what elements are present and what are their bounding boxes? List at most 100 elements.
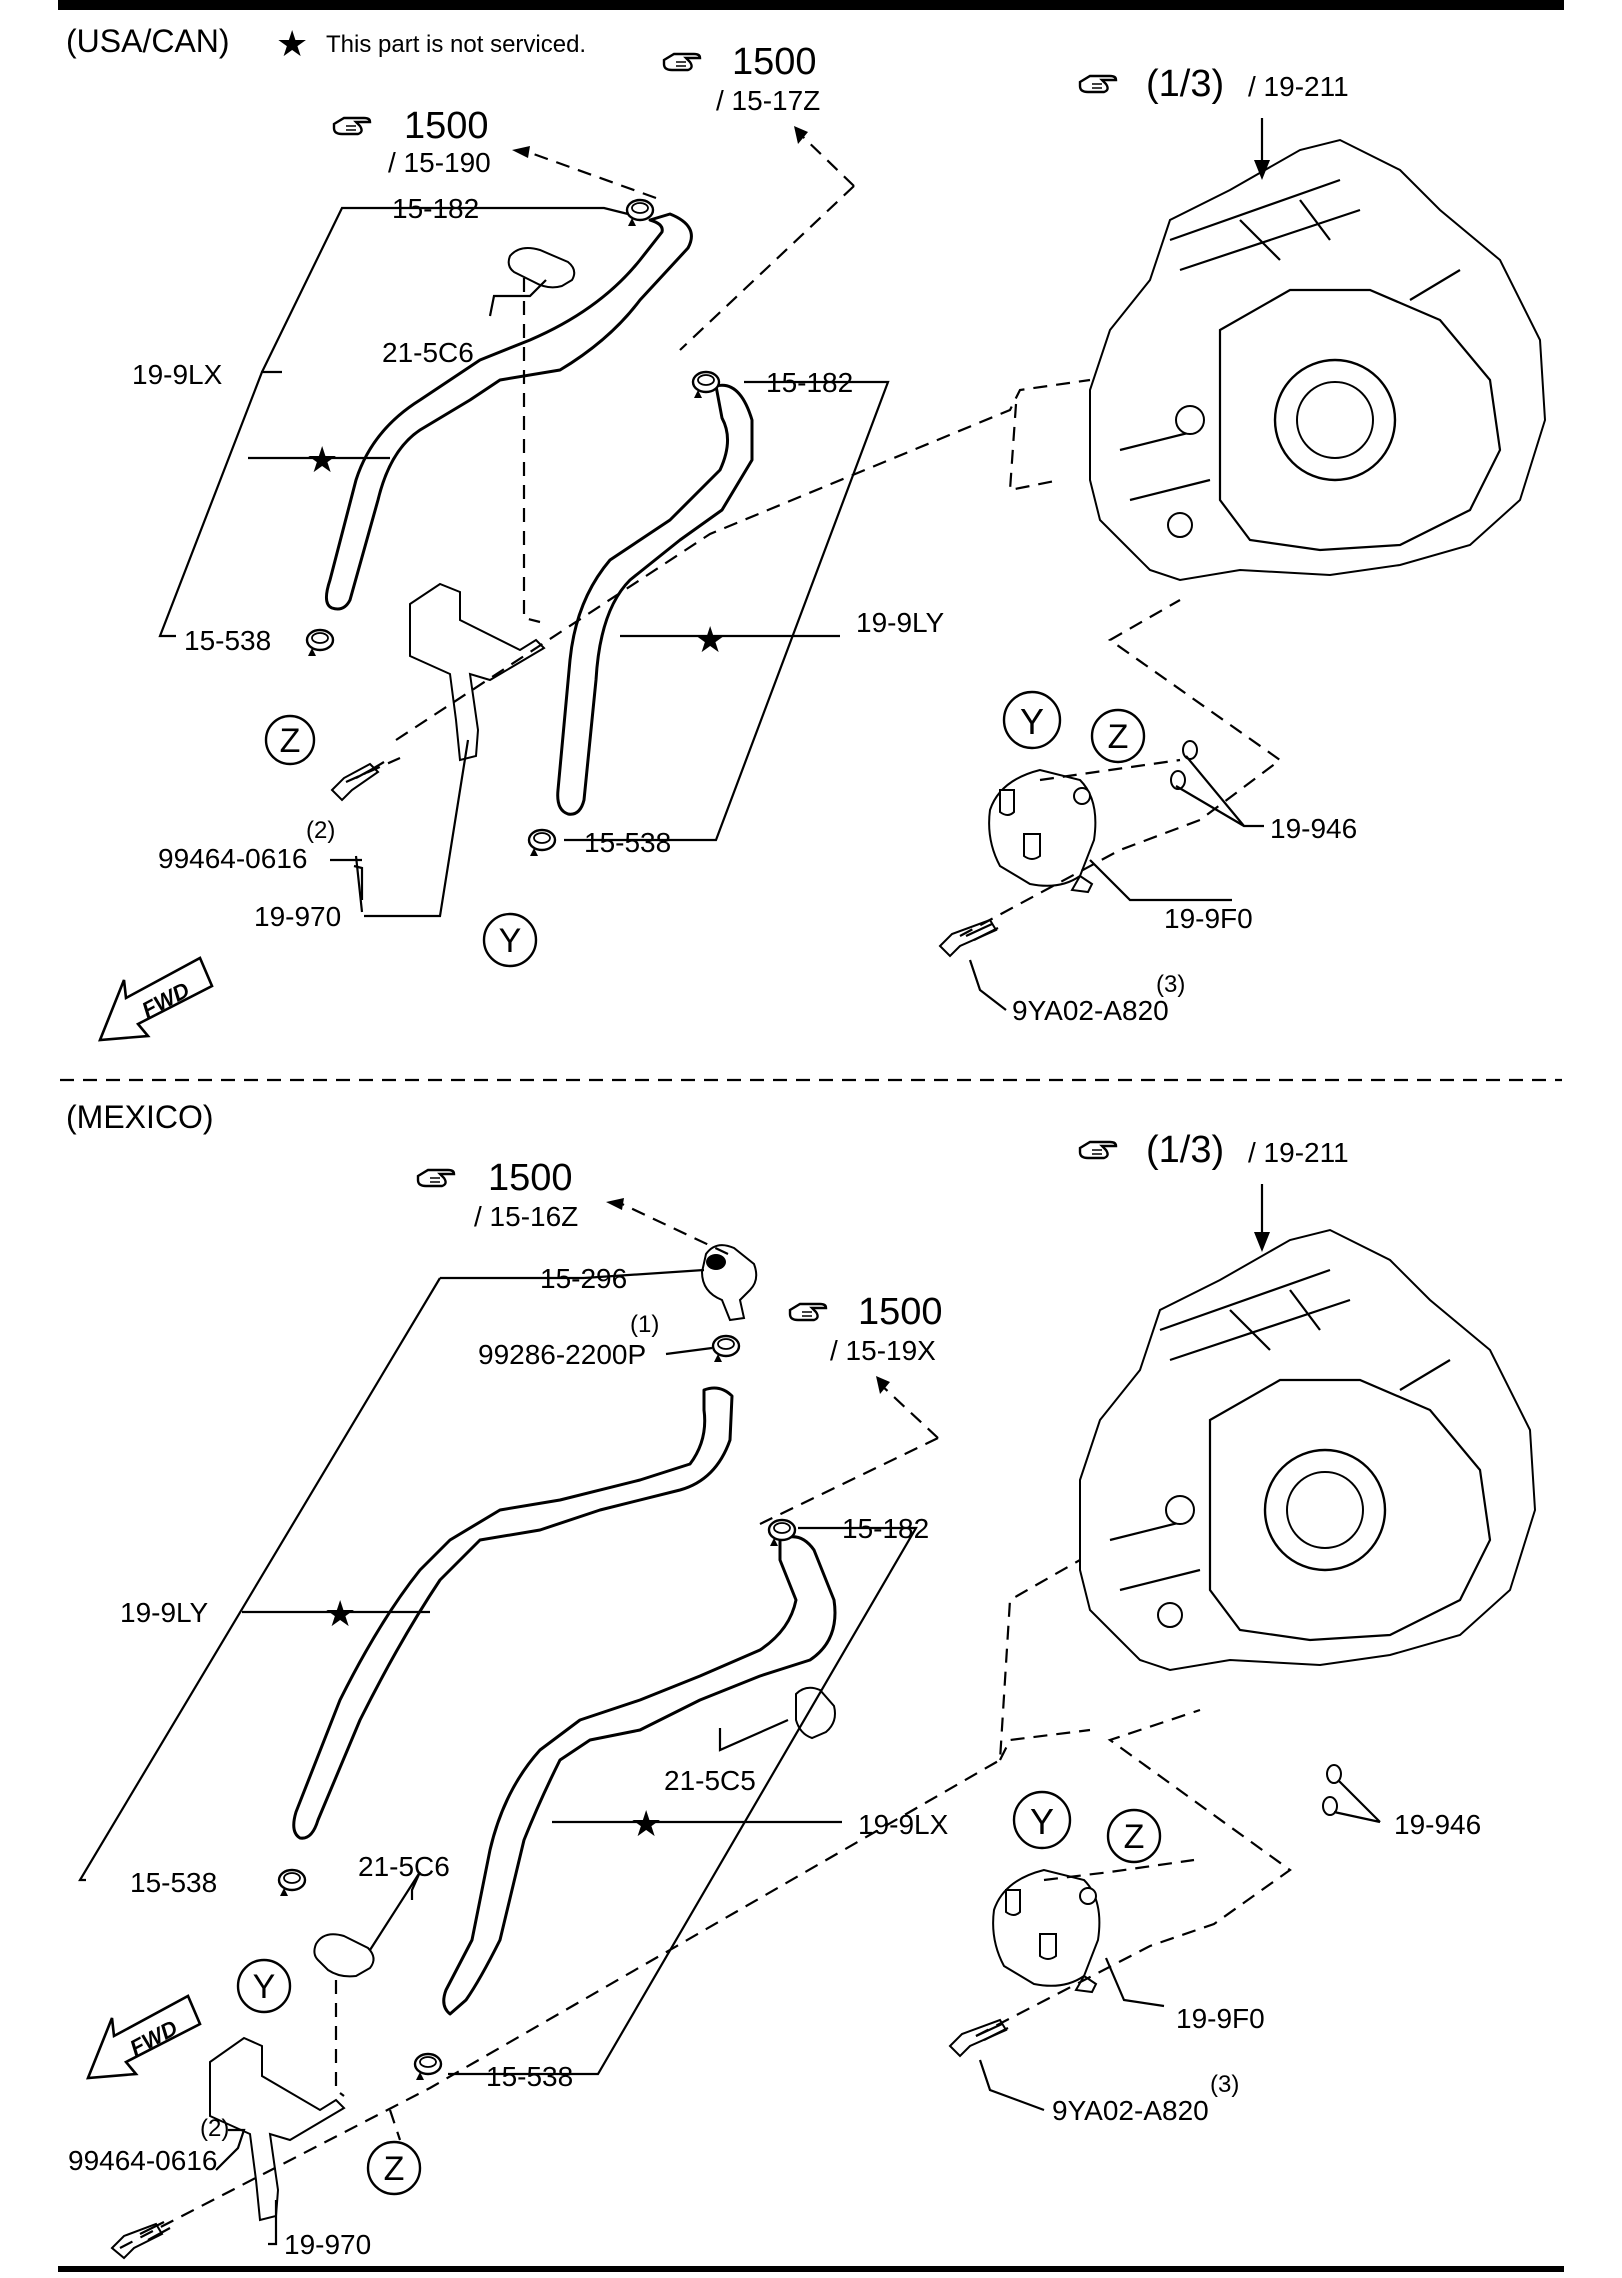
- clamp-15-182: [625, 198, 655, 228]
- ref-bottom-1500-16z[interactable]: 1500 / 15-16Z: [416, 1157, 578, 1232]
- hose-left-top: [325, 212, 693, 611]
- label-19-9lx: 19-9LX: [132, 359, 223, 390]
- label-15-538-right: 15-538: [486, 2061, 573, 2092]
- qty-clamp-small: (1): [630, 1311, 659, 1338]
- svg-text:Y: Y: [499, 922, 522, 960]
- region-label-top: (USA/CAN): [66, 23, 230, 59]
- svg-text:Y: Y: [1020, 701, 1044, 742]
- svg-text:Y: Y: [1030, 1801, 1054, 1842]
- clamp-15-538: [527, 828, 557, 858]
- oring-19-946: [1322, 1764, 1342, 1816]
- fwd-arrow-icon: FWD: [86, 1994, 202, 2080]
- bracket-19-970: [409, 582, 546, 762]
- hose-right-bottom: [442, 1535, 837, 2016]
- oil-cooler: [988, 768, 1097, 894]
- qty-cooler-bolt: (3): [1156, 971, 1185, 998]
- label-19-9ly: 19-9LY: [856, 607, 945, 638]
- pointing-hand-icon: [788, 1302, 828, 1322]
- marker-z: Z: [366, 2140, 422, 2196]
- transaxle-housing: [1089, 138, 1547, 582]
- marker-z: Z: [264, 714, 316, 766]
- star-icon: ★: [324, 1593, 356, 1634]
- qty-cooler-bolt: (3): [1210, 2071, 1239, 2098]
- pointing-hand-icon: [1078, 1140, 1118, 1160]
- pointing-hand-icon: [416, 1168, 456, 1188]
- svg-text:Z: Z: [384, 2150, 405, 2188]
- ref-sub: / 19-211: [1248, 1137, 1349, 1168]
- label-15-182-right: 15-182: [842, 1513, 929, 1544]
- label-15-182-right: 15-182: [766, 367, 853, 398]
- marker-y: Y: [1012, 1790, 1072, 1850]
- fwd-arrow-icon: FWD: [98, 956, 214, 1042]
- marker-y: Y: [1002, 690, 1062, 750]
- label-21-5c6: 21-5C6: [358, 1851, 450, 1882]
- bracket-19-970: [209, 2036, 346, 2222]
- transaxle-housing: [1079, 1228, 1537, 1672]
- ref-bottom-1500-19x[interactable]: 1500 / 15-19X: [788, 1291, 943, 1366]
- ref-sub: / 15-16Z: [474, 1201, 578, 1232]
- ref-top-1500-190[interactable]: 1500 / 15-190: [332, 105, 491, 178]
- star-icon: ★: [276, 23, 308, 64]
- star-icon: ★: [306, 439, 338, 480]
- bottom-border: [58, 2266, 1564, 2272]
- label-19-9f0: 19-9F0: [1164, 903, 1253, 934]
- marker-y: Y: [482, 912, 538, 968]
- oring-19-946: [1170, 740, 1198, 790]
- label-19-946: 19-946: [1394, 1809, 1481, 1840]
- label-19-9f0: 19-9F0: [1176, 2003, 1265, 2034]
- marker-z: Z: [1106, 1808, 1162, 1864]
- not-serviced-note: This part is not serviced.: [326, 31, 586, 58]
- label-9ya02-a820: 9YA02-A820: [1012, 995, 1169, 1026]
- svg-text:Z: Z: [1108, 718, 1129, 756]
- label-99286-2200p: 99286-2200P: [478, 1339, 646, 1370]
- ref-top-1500-17z[interactable]: 1500 / 15-17Z: [662, 41, 820, 116]
- pointing-hand-icon: [1078, 74, 1118, 94]
- svg-text:Y: Y: [253, 1968, 276, 2006]
- ref-sub: / 15-17Z: [716, 85, 820, 116]
- pointing-hand-icon: [332, 116, 372, 136]
- marker-z: Z: [1090, 708, 1146, 764]
- label-19-970: 19-970: [254, 901, 341, 932]
- label-99464-0616: 99464-0616: [68, 2145, 217, 2176]
- oil-cooler: [992, 1868, 1101, 1994]
- clip-21-5c5: [795, 1686, 836, 1740]
- ref-number: 1500: [858, 1291, 943, 1333]
- label-15-182: 15-182: [392, 193, 479, 224]
- star-icon: ★: [694, 619, 726, 660]
- star-icon: ★: [630, 1803, 662, 1844]
- marker-y: Y: [236, 1958, 292, 2014]
- top-border: [58, 0, 1564, 10]
- clamp-99286-2200p: [711, 1334, 741, 1364]
- ref-sub: / 15-19X: [830, 1335, 936, 1366]
- label-19-946: 19-946: [1270, 813, 1357, 844]
- ref-number: (1/3): [1146, 63, 1224, 105]
- qty-bolt: (2): [306, 817, 335, 844]
- label-15-296: 15-296: [540, 1263, 627, 1294]
- bolt-9ya02-a820: [938, 918, 999, 958]
- clamp-15-538: [305, 628, 335, 658]
- ref-number: 1500: [404, 105, 489, 147]
- svg-text:Z: Z: [280, 722, 301, 760]
- ref-sub: / 15-190: [388, 147, 491, 178]
- clamp-15-538: [277, 1868, 307, 1898]
- ref-number: 1500: [488, 1157, 573, 1199]
- label-15-538-left: 15-538: [130, 1867, 217, 1898]
- label-21-5c6: 21-5C6: [382, 337, 474, 368]
- clamp-15-538: [413, 2052, 443, 2082]
- region-label-bottom: (MEXICO): [66, 1099, 214, 1135]
- ref-bottom-19-211[interactable]: (1/3) / 19-211: [1078, 1129, 1349, 1171]
- ref-top-19-211[interactable]: (1/3) / 19-211: [1078, 63, 1349, 105]
- label-15-538-left: 15-538: [184, 625, 271, 656]
- qty-bolt: (2): [200, 2115, 229, 2142]
- label-99464-0616: 99464-0616: [158, 843, 307, 874]
- connector-15-296: [700, 1244, 758, 1322]
- label-19-970: 19-970: [284, 2229, 371, 2260]
- label-9ya02-a820: 9YA02-A820: [1052, 2095, 1209, 2126]
- ref-sub: / 19-211: [1248, 71, 1349, 102]
- hose-right-top: [556, 383, 754, 816]
- ref-number: (1/3): [1146, 1129, 1224, 1171]
- hose-left-bottom: [292, 1386, 734, 1840]
- label-19-9lx: 19-9LX: [858, 1809, 949, 1840]
- pointing-hand-icon: [662, 52, 702, 72]
